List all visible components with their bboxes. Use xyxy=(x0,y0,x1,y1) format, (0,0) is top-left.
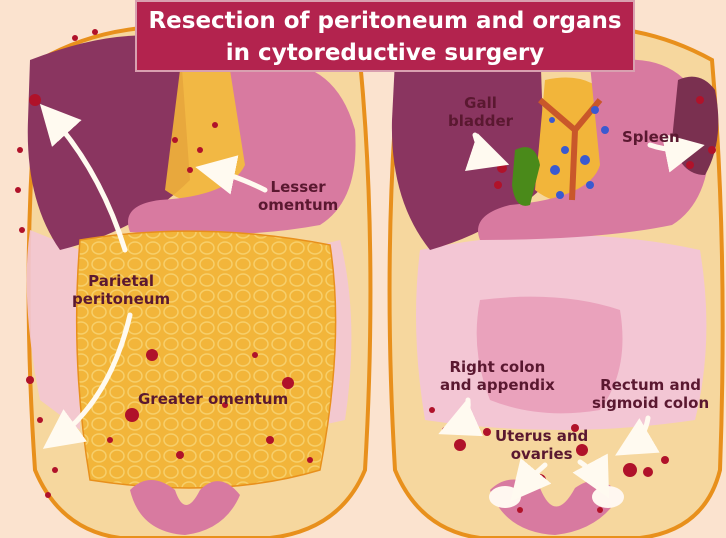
label-uterus-ovaries: Uterus and ovaries xyxy=(495,427,588,463)
label-greater-omentum: Greater omentum xyxy=(138,390,288,408)
label-right-colon: Right colon and appendix xyxy=(440,358,555,394)
label-spleen: Spleen xyxy=(622,128,680,146)
title-line-2: in cytoreductive surgery xyxy=(137,37,633,69)
ovary-left xyxy=(592,486,624,508)
title-line-1: Resection of peritoneum and organs xyxy=(137,5,633,37)
label-lesser-omentum: Lesser omentum xyxy=(258,178,338,214)
title-banner: Resection of peritoneum and organs in cy… xyxy=(135,0,635,72)
left-panel xyxy=(0,0,380,538)
label-gall-bladder: Gall bladder xyxy=(448,94,513,130)
label-parietal-peritoneum: Parietal peritoneum xyxy=(72,272,170,308)
label-rectum-sigmoid: Rectum and sigmoid colon xyxy=(592,376,709,412)
ovary-right xyxy=(489,486,521,508)
